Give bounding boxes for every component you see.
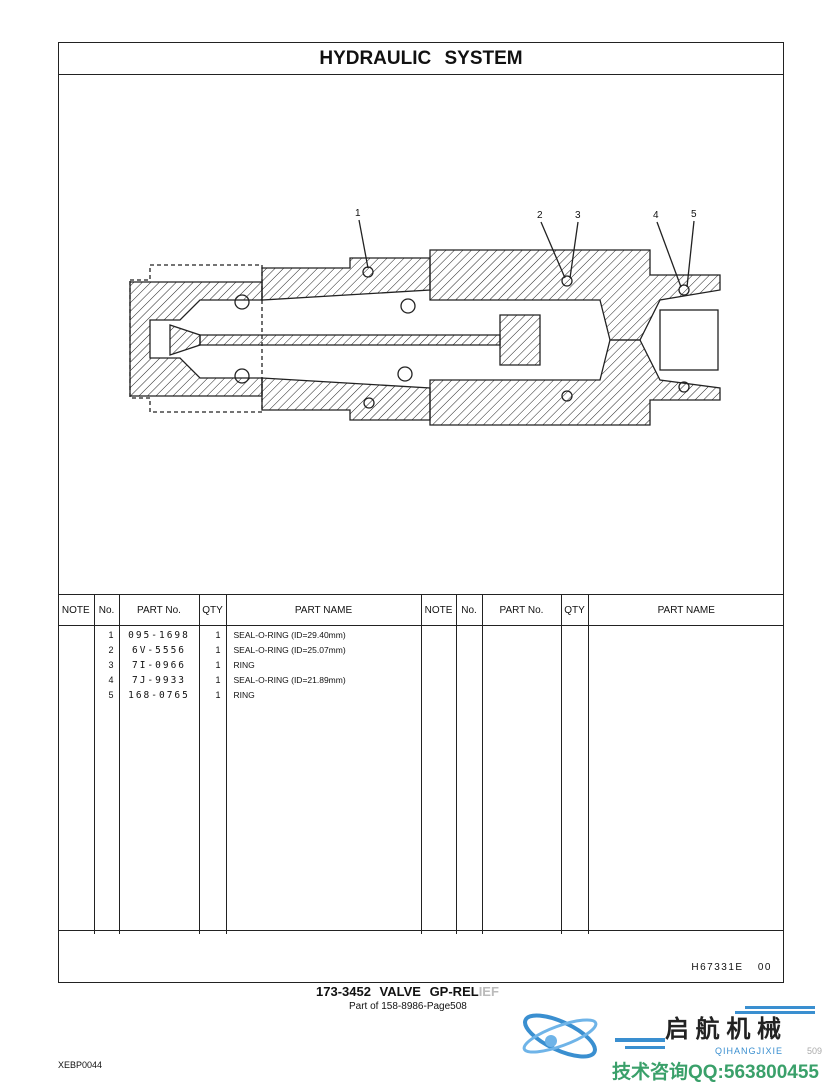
valve-cross-section-drawing: 1 2 3 4 5: [129, 208, 721, 426]
row-part-name: SEAL-O-RING (ID=21.89mm): [233, 675, 346, 685]
callout-3: 3: [575, 210, 581, 221]
col-note-2: NOTE: [420, 594, 456, 626]
page-number: 509: [807, 1046, 823, 1056]
row-part-no: 7I-0966: [131, 660, 187, 671]
watermark-pinyin: QIHANGJIXIE: [715, 1046, 784, 1056]
row-qty: 1: [215, 660, 221, 670]
col-qty: QTY: [198, 594, 226, 626]
watermark: 启 航 机 械 QIHANGJIXIE 509 技术咨询QQ:563800455: [515, 1006, 840, 1089]
col-no-2: No.: [455, 594, 482, 626]
row-part-no: 7J-9933: [131, 675, 187, 686]
row-no: 3: [108, 660, 114, 670]
page-title: HYDRAULIC SYSTEM: [58, 42, 784, 75]
row-qty: 1: [215, 630, 221, 640]
col-note: NOTE: [58, 594, 94, 626]
col-qty-2: QTY: [560, 594, 588, 626]
caption-title: 173-3452 VALVE GP-RELIEF: [316, 984, 499, 999]
row-no: 4: [108, 675, 114, 685]
callout-4: 4: [653, 210, 659, 221]
callout-2: 2: [537, 210, 543, 221]
row-part-name: RING: [233, 690, 255, 700]
row-part-no: 6V-5556: [131, 645, 187, 656]
page-frame: [58, 42, 784, 983]
col-part-name: PART NAME: [225, 594, 421, 626]
col-part-no-2: PART No.: [481, 594, 561, 626]
row-no: 1: [108, 630, 114, 640]
row-no: 2: [108, 645, 114, 655]
callout-1: 1: [355, 208, 361, 219]
row-qty: 1: [215, 690, 221, 700]
watermark-brand: 启 航 机 械: [665, 1016, 782, 1043]
row-qty: 1: [215, 675, 221, 685]
caption-main: 173-3452 VALVE GP-REL: [316, 984, 479, 999]
caption-subtitle: Part of 158-8986-Page508: [349, 1001, 467, 1012]
row-part-no: 095-1698: [128, 630, 190, 641]
parts-table: NOTE No. PART No. QTY PART NAME NOTE No.…: [58, 594, 784, 934]
col-no: No.: [93, 594, 119, 626]
drawing-code: H67331E 00: [691, 962, 772, 973]
row-part-name: SEAL-O-RING (ID=25.07mm): [233, 645, 346, 655]
footer-box: [58, 930, 784, 982]
row-no: 5: [108, 690, 114, 700]
callout-5: 5: [691, 209, 697, 220]
row-part-no: 168-0765: [128, 690, 190, 701]
row-part-name: RING: [233, 660, 255, 670]
row-part-name: SEAL-O-RING (ID=29.40mm): [233, 630, 346, 640]
col-part-name-2: PART NAME: [587, 594, 784, 626]
document-id: XEBP0044: [58, 1060, 103, 1070]
col-part-no: PART No.: [118, 594, 199, 626]
row-qty: 1: [215, 645, 221, 655]
watermark-logo-icon: [522, 1013, 598, 1059]
watermark-contact: 技术咨询QQ:563800455: [612, 1062, 819, 1083]
caption-fade: IEF: [478, 984, 499, 999]
